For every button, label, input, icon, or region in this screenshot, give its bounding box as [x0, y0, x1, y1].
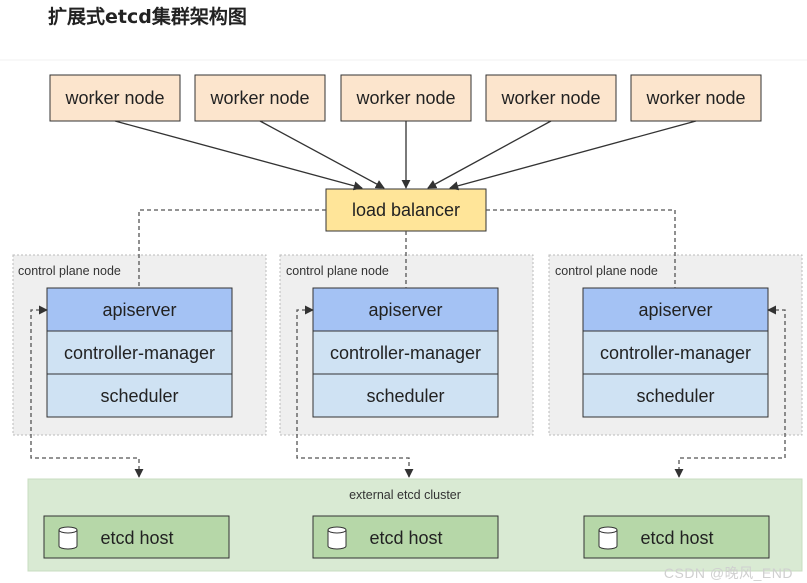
worker-node-3: worker node	[340, 74, 472, 122]
worker-node-2: worker node	[194, 74, 326, 122]
apiserver-label: apiserver	[638, 300, 712, 320]
database-icon	[58, 526, 78, 550]
worker-node-label: worker node	[645, 88, 745, 108]
lb-to-control-plane-links	[138, 209, 676, 288]
control-plane-label-2: control plane node	[286, 264, 389, 278]
worker-node-label: worker node	[64, 88, 164, 108]
worker-node-4: worker node	[485, 74, 617, 122]
worker-node-1: worker node	[49, 74, 181, 122]
load-balancer-label: load balancer	[352, 200, 460, 220]
load-balancer: load balancer	[325, 188, 487, 232]
database-icon	[327, 526, 347, 550]
etcd-host-1: etcd host	[43, 515, 230, 559]
etcd-host-3: etcd host	[583, 515, 770, 559]
etcd-host-2: etcd host	[312, 515, 499, 559]
worker-node-5: worker node	[630, 74, 762, 122]
component-stack-3: apiserver controller-manager scheduler	[582, 287, 769, 418]
apiserver-label: apiserver	[102, 300, 176, 320]
etcd-host-label: etcd host	[369, 528, 442, 548]
database-icon	[598, 526, 618, 550]
control-plane-label-3: control plane node	[555, 264, 658, 278]
component-stack-2: apiserver controller-manager scheduler	[312, 287, 499, 418]
controller-manager-label: controller-manager	[330, 343, 481, 363]
diagram-heading: 扩展式etcd集群架构图	[48, 6, 247, 28]
control-plane-to-etcd-links	[30, 305, 786, 478]
worker-node-label: worker node	[355, 88, 455, 108]
scheduler-label: scheduler	[100, 386, 178, 406]
control-plane-label-1: control plane node	[18, 264, 121, 278]
controller-manager-label: controller-manager	[64, 343, 215, 363]
worker-node-label: worker node	[209, 88, 309, 108]
scheduler-label: scheduler	[636, 386, 714, 406]
apiserver-label: apiserver	[368, 300, 442, 320]
controller-manager-label: controller-manager	[600, 343, 751, 363]
etcd-cluster-label: external etcd cluster	[349, 488, 461, 502]
worker-node-label: worker node	[500, 88, 600, 108]
etcd-host-label: etcd host	[640, 528, 713, 548]
scheduler-label: scheduler	[366, 386, 444, 406]
csdn-watermark: CSDN @晚风_END	[663, 565, 793, 581]
component-stack-1: apiserver controller-manager scheduler	[46, 287, 233, 418]
worker-arrows	[114, 120, 697, 191]
etcd-host-label: etcd host	[100, 528, 173, 548]
